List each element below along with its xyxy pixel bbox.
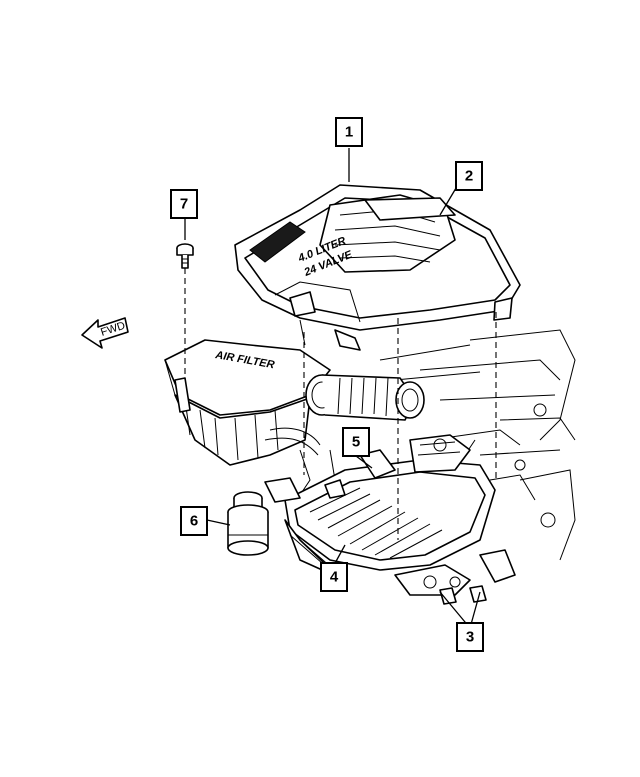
callout-5[interactable]: 5 [342,427,370,457]
bolt[interactable] [176,243,194,269]
engine-cover[interactable]: 4.0 LITER 24 VALVE [234,184,521,351]
callout-7-label: 7 [180,196,188,213]
callout-1[interactable]: 1 [335,117,363,147]
callout-6[interactable]: 6 [180,506,208,536]
air-intake-hose[interactable] [305,374,425,421]
callout-2[interactable]: 2 [455,161,483,191]
callout-3[interactable]: 3 [456,622,484,652]
callout-6-label: 6 [190,513,198,530]
callout-4-label: 4 [330,569,339,586]
dashed-locator-lines [184,268,497,540]
callout-2-label: 2 [465,168,473,185]
fwd-arrow: FWD [81,317,129,349]
callout-7[interactable]: 7 [170,189,198,219]
canister[interactable] [227,491,269,556]
callout-3-label: 3 [466,629,474,646]
air-filter-housing[interactable]: AIR FILTER [164,339,331,466]
callout-4[interactable]: 4 [320,562,348,592]
callout-5-label: 5 [352,434,360,451]
intake-manifold[interactable] [264,434,516,596]
sensors[interactable] [439,585,487,605]
callout-1-label: 1 [345,124,353,141]
